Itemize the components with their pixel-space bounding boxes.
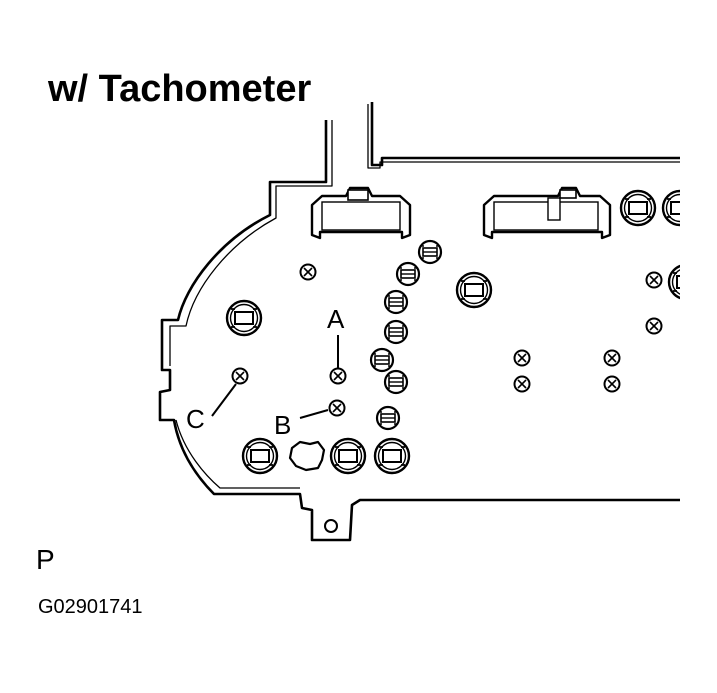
screw-a (329, 367, 347, 385)
bulb-socket-large (667, 263, 680, 301)
screw (513, 375, 531, 393)
callout-b: B (274, 410, 291, 440)
figure-code: G02901741 (38, 596, 143, 618)
housing-outline (158, 102, 680, 542)
mounting-hole (324, 519, 338, 533)
side-mark: P (36, 544, 55, 575)
screw (513, 349, 531, 367)
callout-c: C (186, 404, 205, 434)
connector-right (482, 186, 612, 240)
screw (603, 375, 621, 393)
screw-c (231, 367, 249, 385)
bulb-socket-small (383, 369, 409, 395)
bulb-socket-small (369, 347, 395, 373)
bulb-socket-large (455, 271, 493, 309)
gear-socket (288, 440, 326, 472)
screw (645, 317, 663, 335)
leader-line-b (299, 409, 329, 419)
bulb-socket-large (619, 189, 657, 227)
screw (645, 271, 663, 289)
bulb-socket-large (329, 437, 367, 475)
cluster-housing (158, 102, 680, 542)
leader-line-c (211, 383, 237, 417)
bulb-socket-large (241, 437, 279, 475)
bulb-socket-large (373, 437, 411, 475)
bulb-socket-small (395, 261, 421, 287)
bulb-socket-small (375, 405, 401, 431)
bulb-socket-large (225, 299, 263, 337)
callout-a: A (327, 304, 345, 334)
bulb-socket-large (661, 189, 680, 227)
diagram-title: w/ Tachometer (48, 68, 312, 110)
bulb-socket-small (417, 239, 443, 265)
screw (603, 349, 621, 367)
bulb-socket-small (383, 289, 409, 315)
connector-left (310, 186, 412, 240)
screw-b (328, 399, 346, 417)
screw (299, 263, 317, 281)
housing-inner-edge (169, 104, 680, 489)
bulb-socket-small (383, 319, 409, 345)
